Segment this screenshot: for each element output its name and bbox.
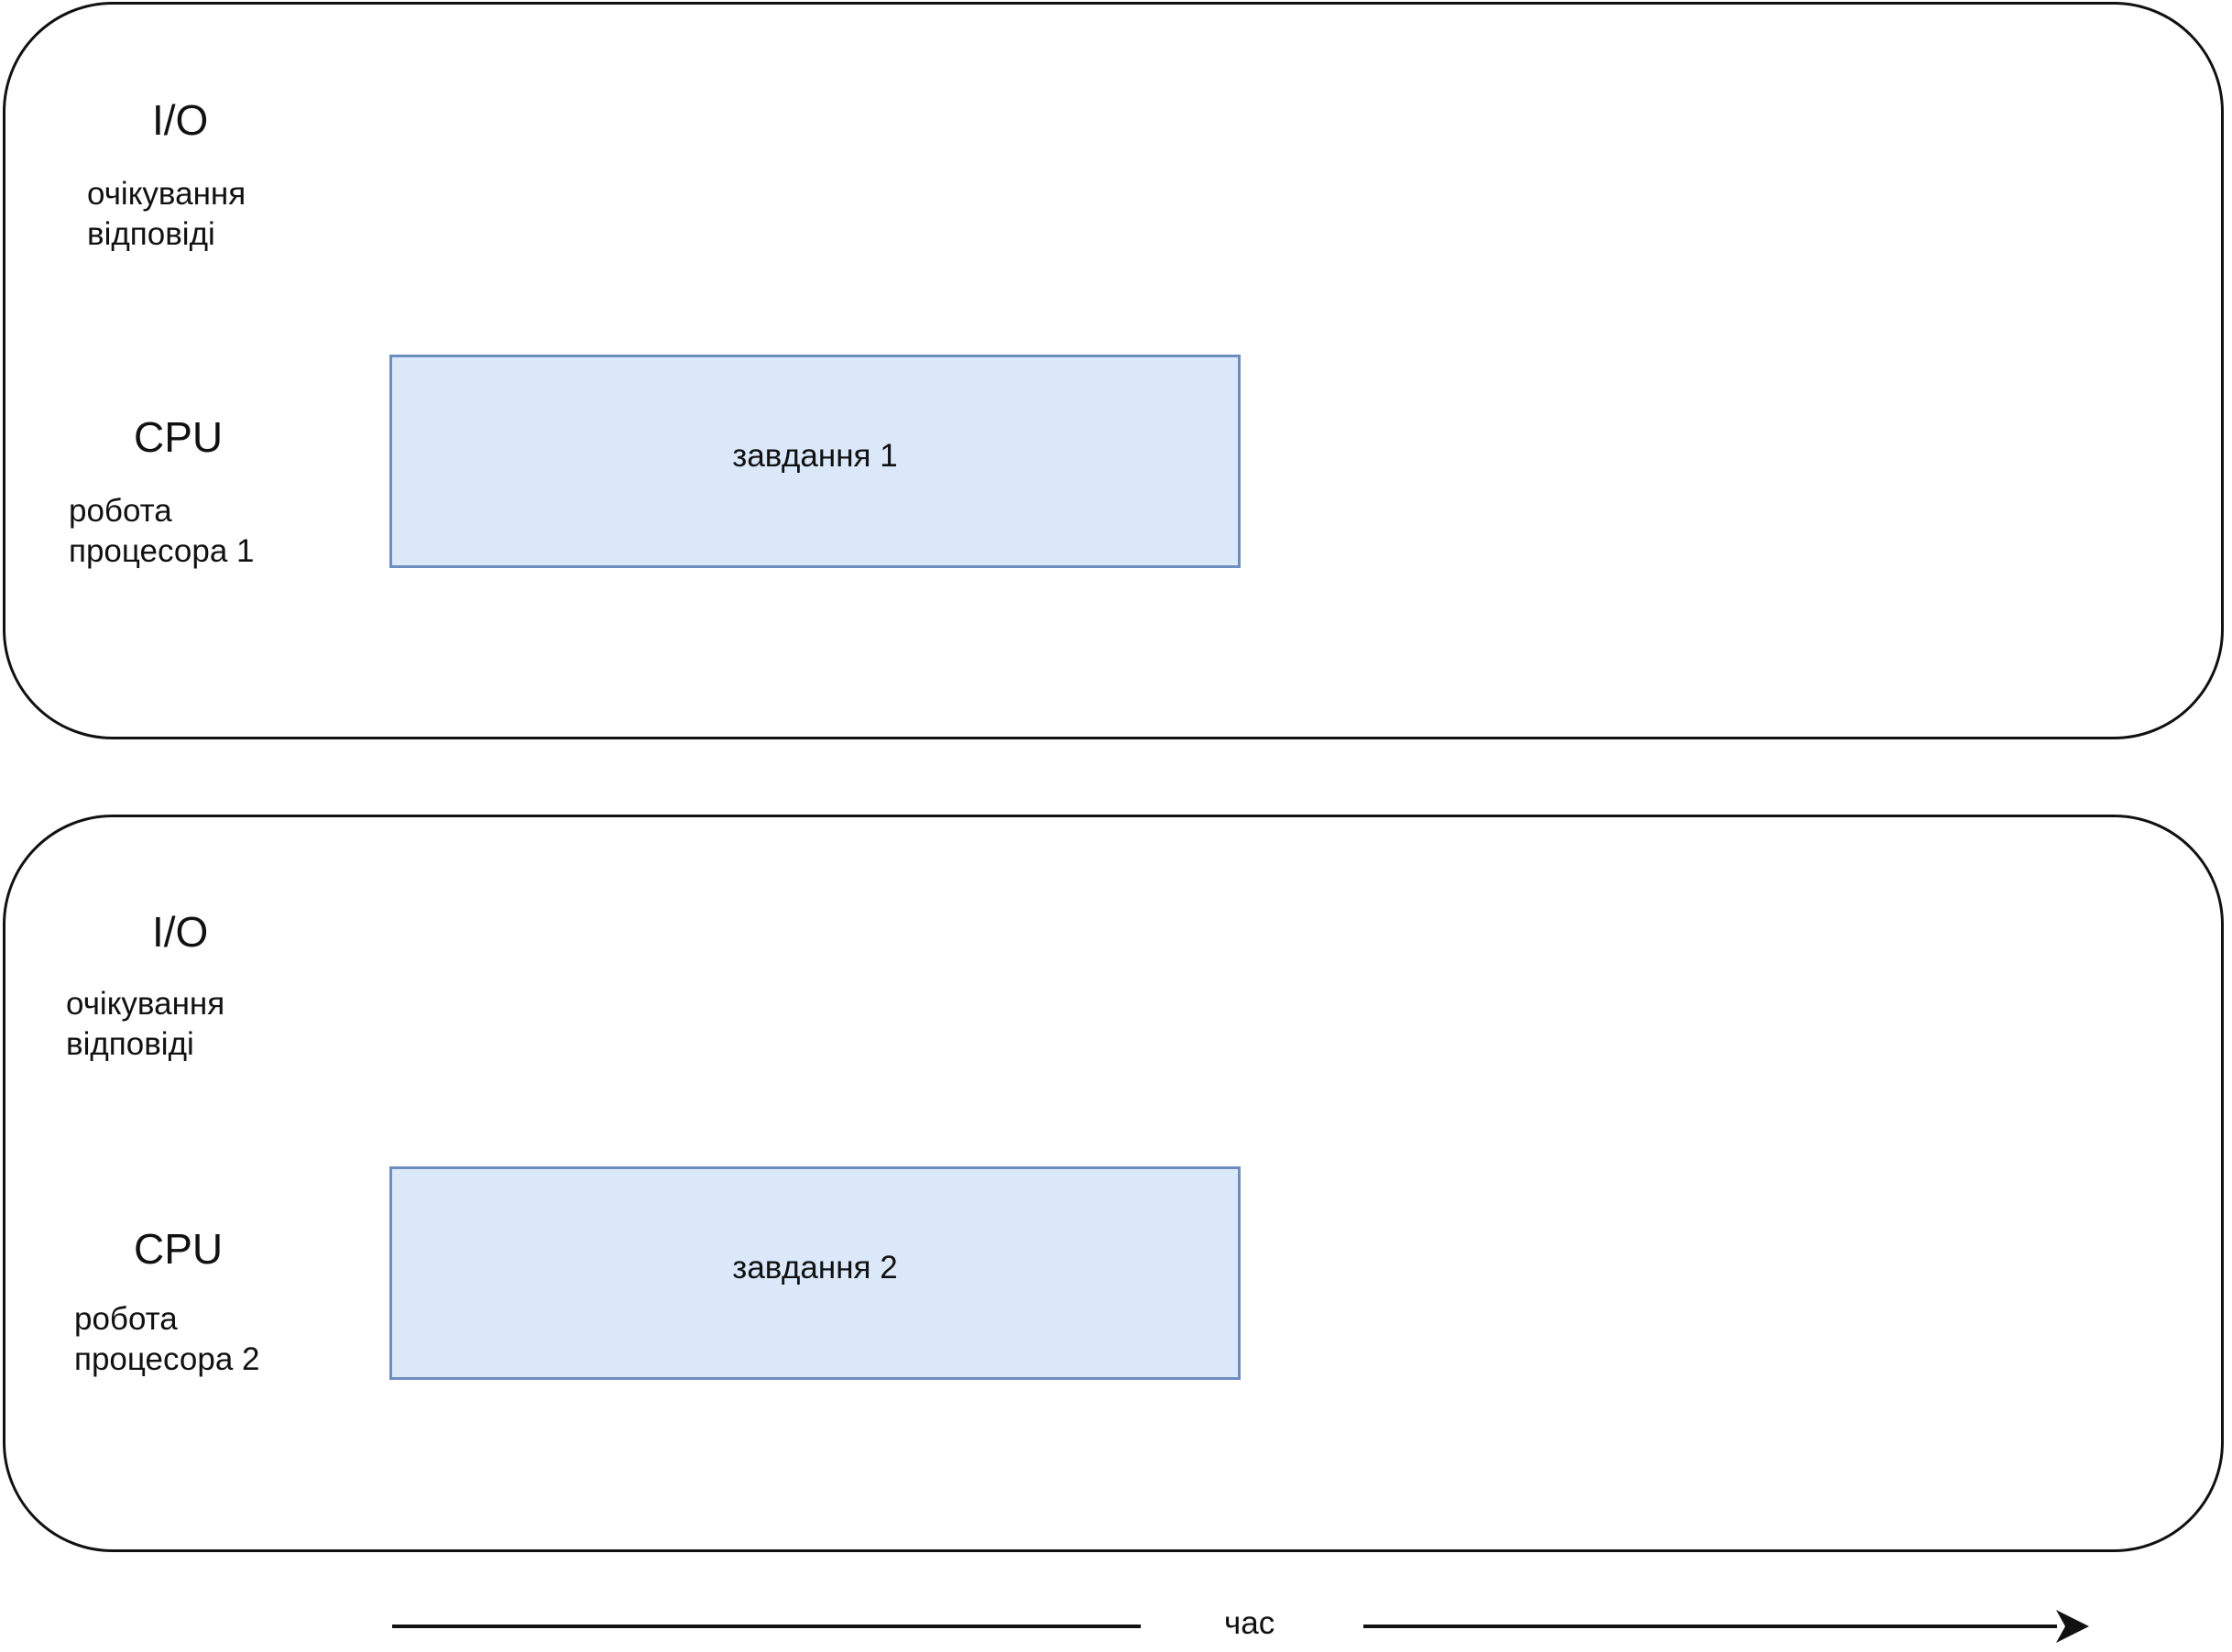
io-description-2: очікування відповіді (66, 984, 224, 1065)
cpu-label-1: CPU (134, 413, 224, 461)
cpu-description-line-2: процесора 2 (74, 1341, 260, 1377)
io-description-line-2: відповіді (66, 1026, 194, 1062)
task-block-2: завдання 2 (389, 1166, 1241, 1380)
io-description-1: очікування відповіді (87, 174, 246, 255)
cpu-description-line-1: робота (69, 493, 172, 529)
io-label-2: I/O (152, 908, 209, 956)
cpu-description-line-2: процесора 1 (69, 533, 255, 569)
cpu-label-2: CPU (134, 1225, 224, 1273)
cpu-description-1: робота процесора 1 (69, 491, 254, 572)
task-label-1: завдання 1 (732, 437, 898, 474)
cpu-description-2: робота процесора 2 (74, 1299, 259, 1380)
arrowhead-icon (2056, 1610, 2089, 1643)
io-description-line-1: очікування (66, 986, 225, 1022)
io-description-line-1: очікування (87, 176, 246, 212)
io-description-line-2: відповіді (87, 216, 215, 252)
task-block-1: завдання 1 (389, 355, 1241, 568)
time-axis-label: час (1224, 1605, 1275, 1641)
io-label-1: I/O (152, 96, 209, 144)
cpu-description-line-1: робота (74, 1301, 178, 1337)
task-label-2: завдання 2 (732, 1249, 898, 1285)
